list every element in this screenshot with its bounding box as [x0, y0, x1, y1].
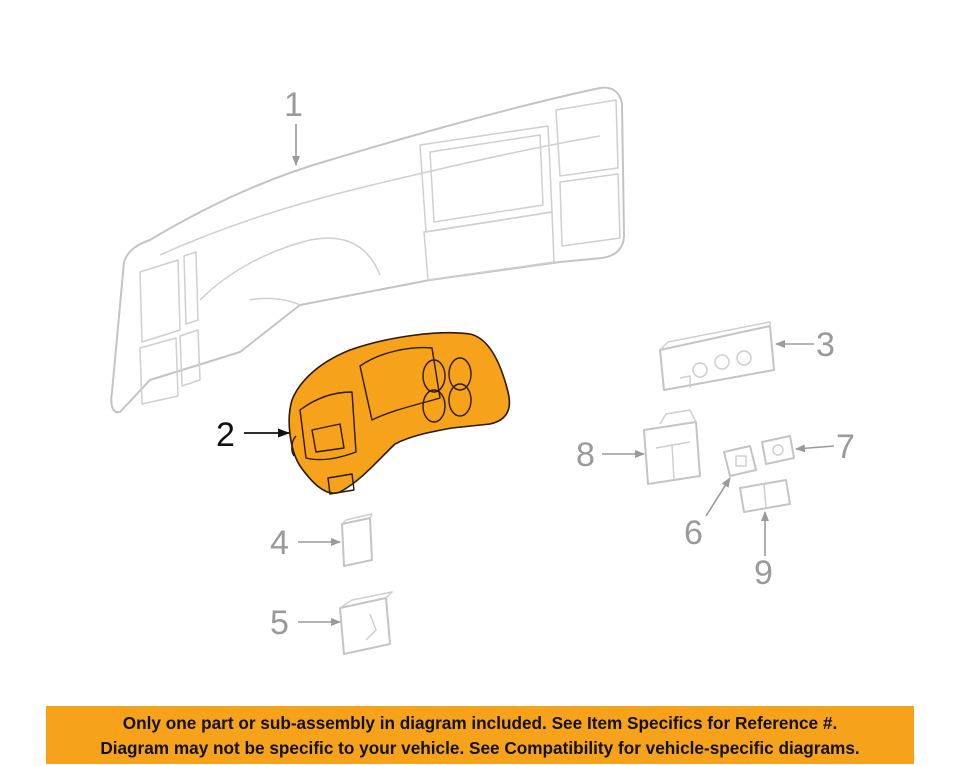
callout-2: 2	[216, 416, 235, 454]
switch-module-3	[659, 321, 775, 391]
switch-6	[723, 445, 757, 477]
disclaimer-banner: Only one part or sub-assembly in diagram…	[46, 706, 914, 764]
cluster-body	[288, 332, 511, 494]
gauge-2	[448, 357, 472, 391]
switch-7	[761, 435, 795, 465]
instrument-cluster	[288, 332, 511, 495]
switch-9	[739, 479, 791, 513]
switch-5	[339, 591, 393, 655]
callout-8: 8	[576, 436, 595, 474]
leader-arrows	[244, 124, 835, 626]
callout-3: 3	[816, 326, 835, 364]
gauge-3	[422, 389, 446, 423]
instrument-panel-carrier	[110, 86, 625, 414]
callout-6: 6	[684, 514, 703, 552]
callout-1: 1	[284, 86, 303, 124]
parts-diagram: 1 2 3 4 5 6 7 8 9	[110, 86, 855, 655]
callout-9: 9	[754, 554, 773, 592]
disclaimer-line-2: Diagram may not be specific to your vehi…	[100, 738, 860, 758]
callout-7: 7	[836, 428, 855, 466]
gauge-1	[422, 359, 446, 393]
callout-4: 4	[270, 524, 289, 562]
switch-8	[643, 409, 701, 485]
callout-5: 5	[270, 604, 289, 642]
disclaimer-line-1: Only one part or sub-assembly in diagram…	[122, 713, 838, 733]
switch-4	[341, 513, 373, 567]
gauge-4	[448, 383, 472, 417]
